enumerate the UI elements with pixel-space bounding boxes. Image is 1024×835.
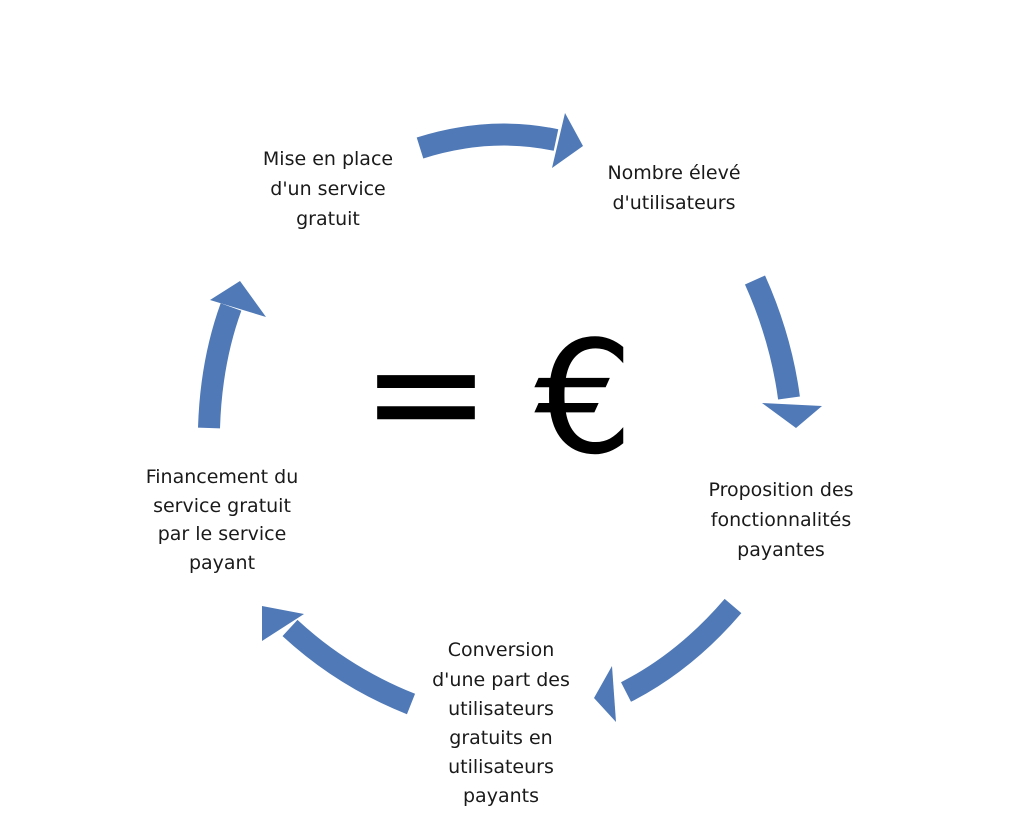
node-line: Nombre élevé [607, 162, 740, 184]
node-line: Conversion [448, 639, 555, 661]
euro-symbol: € [534, 307, 633, 489]
arrow-shaft [744, 275, 800, 400]
node-many-users: Nombre élevé d'utilisateurs [607, 162, 740, 214]
arrow-users-to-features [744, 275, 822, 428]
arrow-head [594, 666, 616, 722]
node-line: Financement du [146, 466, 299, 488]
arrow-head [552, 113, 583, 168]
node-funding: Financement du service gratuit par le se… [146, 466, 299, 574]
node-paid-features: Proposition des fonctionnalités payantes [708, 479, 853, 561]
arrow-features-to-conversion [594, 598, 742, 722]
arrow-free-to-users [416, 113, 583, 168]
equals-sign: = [361, 301, 492, 483]
cycle-arrows [198, 113, 822, 722]
node-line: payant [189, 552, 255, 574]
center-equation: = € [361, 301, 634, 489]
node-line: utilisateurs [448, 756, 554, 778]
node-line: d'une part des [432, 669, 570, 691]
arrow-shaft [416, 123, 559, 159]
node-line: gratuits en [449, 727, 552, 749]
node-line: fonctionnalités [711, 509, 851, 531]
node-line: payants [463, 785, 539, 807]
arrow-shaft [282, 619, 416, 715]
node-line: service gratuit [153, 495, 291, 517]
node-conversion: Conversion d'une part des utilisateurs g… [432, 639, 570, 807]
arrow-head [762, 403, 822, 428]
arrow-shaft [620, 598, 742, 702]
node-line: d'utilisateurs [612, 192, 735, 214]
arrow-head [210, 281, 266, 317]
arrow-head [262, 606, 304, 641]
node-line: par le service [158, 523, 287, 545]
arrow-shaft [198, 303, 242, 429]
arrow-conversion-to-funding [262, 606, 416, 715]
node-line: Proposition des [708, 479, 853, 501]
node-line: d'un service [270, 178, 385, 200]
node-line: payantes [737, 539, 825, 561]
node-free-service: Mise en place d'un service gratuit [263, 148, 393, 230]
arrow-funding-to-free [198, 281, 266, 429]
node-line: Mise en place [263, 148, 393, 170]
node-line: utilisateurs [448, 698, 554, 720]
node-line: gratuit [296, 208, 360, 230]
